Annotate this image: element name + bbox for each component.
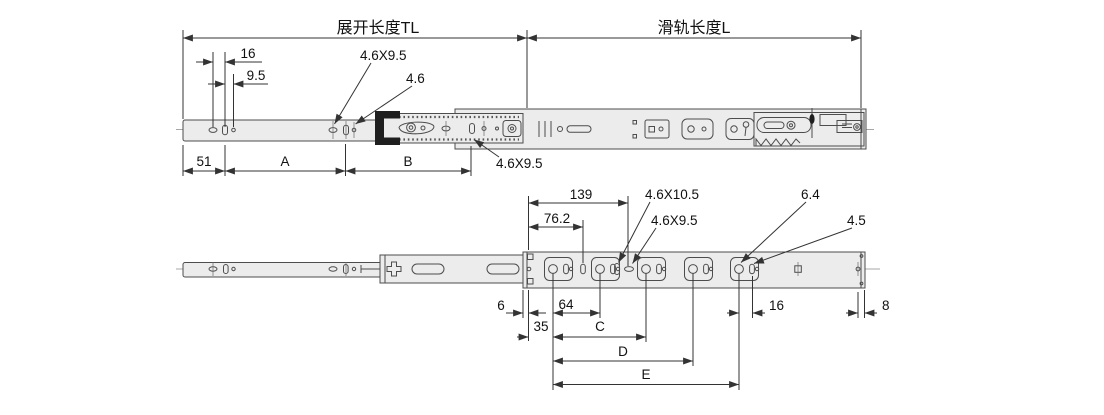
dim-35-value: 35 [533,319,548,334]
dim-8-value: 8 [882,298,890,313]
callout-hole-4-5: 4.5 [753,213,866,264]
dim-16-value: 16 [240,46,255,61]
callout-hole-4-6: 4.6 [355,71,425,125]
dim-e-value: E [641,367,650,382]
dim-d-value: D [618,344,628,359]
dim-c-value: C [595,319,605,334]
dim-a-value: A [280,154,289,169]
callout-slot-4-6x10-5: 4.6X10.5 [618,187,699,263]
dim-64: 64 [553,273,601,318]
callout-dia-4-6-value: 4.6 [406,71,425,86]
callout-slot-4-6x9-5-bottom: 4.6X9.5 [632,213,698,264]
callout-slot-upper-value: 4.6X9.5 [360,48,407,63]
dim-139: 139 [528,187,629,266]
dim-extended-length: 展开长度TL [182,19,528,119]
dim-9-5: 9.5 [208,68,268,127]
drawer-member-rail-bottom [182,262,386,278]
callout-slot-4-6x9-5-upper: 4.6X9.5 [334,48,407,125]
dim-a: A [225,144,346,176]
dim-8: 8 [846,290,890,318]
bottom-view-closed-slide: 139 76.2 4.6X10.5 4.6X9.5 6.4 4.5 [176,187,890,390]
dim-6-value: 6 [497,298,505,313]
drawer-member-rail [182,119,404,142]
dim-16-bottom-value: 16 [769,298,784,313]
dim-c: C [553,273,647,342]
dim-6: 6 [497,290,546,341]
dim-b-value: B [403,154,412,169]
callout-slot-lower-value: 4.6X9.5 [496,156,543,171]
intermediate-member-bottom [379,254,526,284]
callout-6-4-value: 6.4 [801,187,820,202]
spring-zigzag [755,137,801,147]
dim-16-bottom: 16 [727,276,784,318]
end-stop [360,265,383,273]
dim-64-value: 64 [558,297,574,312]
intermediate-bottom-holes [386,261,520,277]
callout-hole-6-4: 6.4 [740,187,820,263]
top-view-extended-slide: 展开长度TL 滑轨长度L 16 9.5 4.6X9.5 4.6 [176,19,874,176]
lock-housing [502,120,522,137]
dim-76-2: 76.2 [528,211,584,263]
dim-9-5-value: 9.5 [247,68,266,83]
cross-hole [386,261,402,277]
callout-slot-4-6x9-5-lower: 4.6X9.5 [473,139,543,171]
intermediate-member-rail [375,111,524,145]
dim-d: D [553,273,694,366]
callout-4-6x9-5-value: 4.6X9.5 [651,213,698,228]
dim-76-2-value: 76.2 [544,211,570,226]
lever-rivets [406,122,426,133]
cabinet-member-rail-bottom [522,251,866,289]
dim-rail-length: 滑轨长度L [527,19,862,108]
rail-length-label: 滑轨长度L [658,19,731,37]
extended-length-label: 展开长度TL [337,19,420,37]
dim-51: 51 [182,145,226,176]
dim-16: 16 [196,46,262,127]
dim-e: E [553,273,740,390]
dim-51-value: 51 [196,154,211,169]
slot-4-6x10-5 [614,263,620,275]
dim-b: B [345,146,472,176]
damper-cylinder [756,117,812,133]
callout-4-5-value: 4.5 [847,213,866,228]
lock-lever [398,121,435,135]
dim-139-value: 139 [570,187,593,202]
mounting-clamp [375,111,400,145]
dim-35: 35 [517,273,564,390]
callout-4-6x10-5-value: 4.6X10.5 [645,187,699,202]
soft-close-mechanism [753,108,865,147]
slot-4-6x9-5 [624,266,634,272]
